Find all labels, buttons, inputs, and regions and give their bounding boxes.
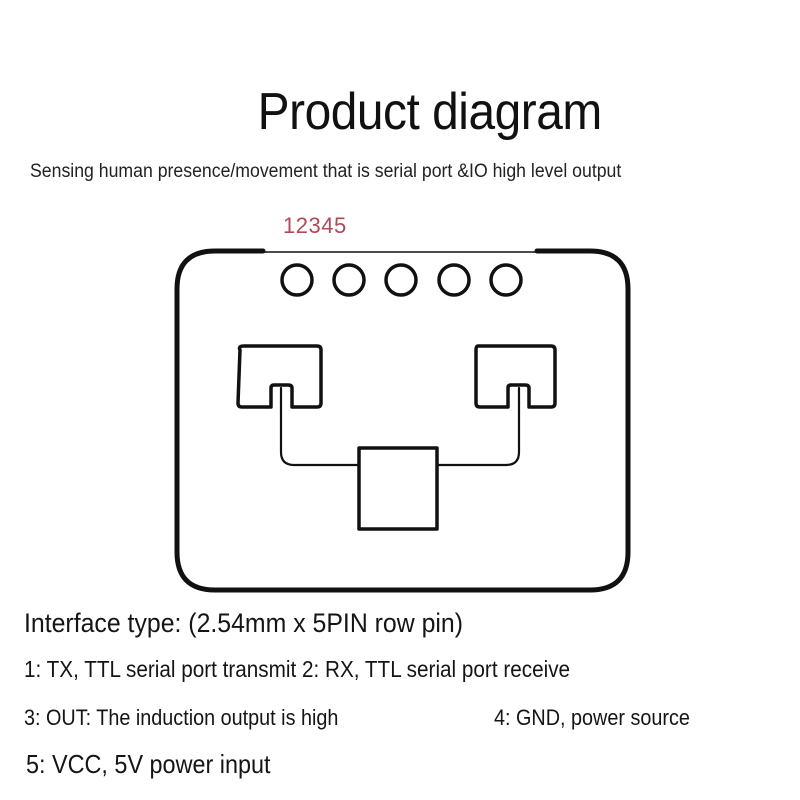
pin-2 [332,263,366,297]
pin3-description: 3: OUT: The induction output is high [24,705,339,730]
pin-3 [384,263,418,297]
page-subtitle: Sensing human presence/movement that is … [30,161,622,182]
pin-5 [489,263,523,297]
interface-type-text: Interface type: (2.54mm x 5PIN row pin) [24,608,464,638]
chip [357,446,439,531]
pin4-description: 4: GND, power source [494,705,690,730]
pin-header [280,263,523,297]
pin1-pin2-description: 1: TX, TTL serial port transmit 2: RX, T… [24,656,571,682]
antenna-pad-right [474,344,557,409]
pin-4 [437,263,471,297]
trace-left [279,386,360,467]
page-title: Product diagram [257,83,603,141]
board-outline [174,248,631,593]
pin-numbers-label: 12345 [283,213,347,238]
pin-1 [280,263,314,297]
trace-right [435,386,521,467]
antenna-pad-left [236,344,323,409]
pin5-description: 5: VCC, 5V power input [26,749,271,779]
